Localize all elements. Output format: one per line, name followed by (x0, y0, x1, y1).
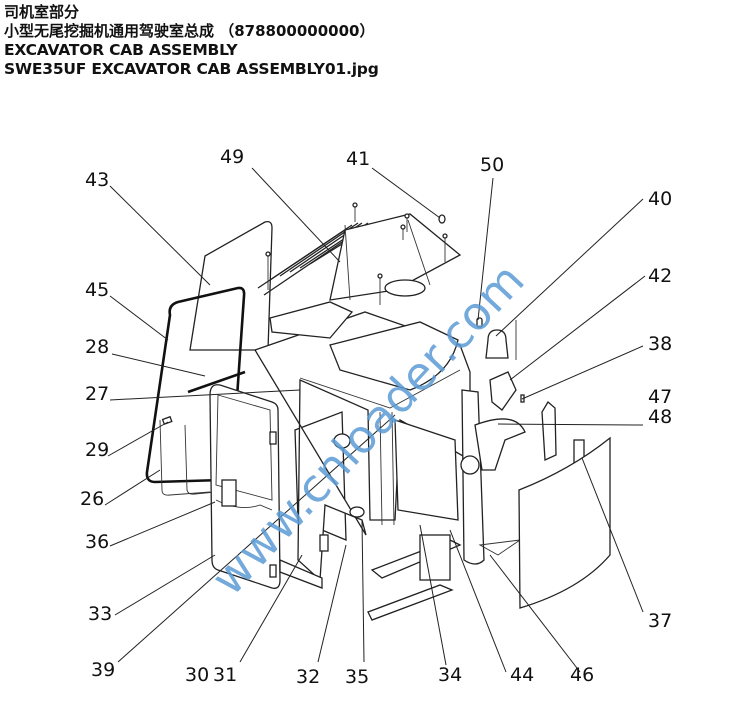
part-roof-skylight (269, 301, 354, 339)
part-floor-bracket-2 (367, 584, 454, 621)
callout-42: 42 (648, 265, 672, 287)
callout-38: 38 (648, 333, 672, 355)
part-front-glass (394, 419, 459, 521)
part-curved-side-glass (518, 436, 611, 609)
part-bottom-strip (279, 559, 323, 589)
file-name: SWE35UF EXCAVATOR CAB ASSEMBLY01.jpg (4, 60, 379, 78)
callout-26: 26 (80, 488, 104, 510)
callout-37: 37 (648, 610, 672, 632)
callout-47: 47 (648, 386, 672, 408)
leader-lines (104, 167, 646, 673)
part-mirror-bracket (489, 371, 517, 411)
callout-41: 41 (346, 148, 370, 170)
callout-48: 48 (648, 406, 672, 428)
callout-34: 34 (438, 664, 462, 686)
part-beacon-light (485, 320, 517, 360)
callout-43: 43 (85, 169, 109, 191)
callout-49: 49 (220, 146, 244, 168)
part-right-pillar (461, 389, 485, 565)
part-side-cover (474, 418, 526, 471)
part-bracket-34 (419, 534, 451, 581)
part-latch (161, 415, 173, 426)
part-clip (476, 317, 483, 328)
callout-50: 50 (480, 154, 504, 176)
callout-44: 44 (510, 664, 534, 686)
callout-labels: 43 49 41 50 40 42 38 47 48 45 28 27 29 2… (80, 146, 672, 688)
callout-27: 27 (85, 383, 109, 405)
assembly-title-cn: 小型无尾挖掘机通用驾驶室总成 （878800000000） (4, 22, 375, 40)
callout-30: 30 (185, 664, 209, 686)
callout-32: 32 (296, 666, 320, 688)
assembly-title-en: EXCAVATOR CAB ASSEMBLY (4, 41, 238, 59)
callout-36: 36 (85, 531, 109, 553)
part-rear-glass (189, 220, 273, 351)
part-roof-guard (257, 213, 462, 301)
part-left-door (209, 384, 281, 589)
part-roof-panel (329, 321, 459, 391)
part-door-handle (221, 479, 237, 507)
section-title-cn: 司机室部分 (4, 3, 80, 21)
callout-28: 28 (85, 336, 109, 358)
part-side-strip (541, 401, 557, 461)
callout-46: 46 (570, 664, 594, 686)
part-glass-panel-2 (184, 424, 216, 495)
part-rod (187, 370, 246, 394)
callout-40: 40 (648, 188, 672, 210)
callout-35: 35 (345, 666, 369, 688)
part-washer (438, 214, 446, 224)
callout-33: 33 (88, 603, 112, 625)
part-knob (333, 433, 351, 449)
callout-29: 29 (85, 439, 109, 461)
callout-39: 39 (91, 659, 115, 681)
document-header: 司机室部分 小型无尾挖掘机通用驾驶室总成 （878800000000） EXCA… (4, 3, 379, 79)
part-bolts (265, 202, 448, 305)
callout-31: 31 (213, 664, 237, 686)
cab-drawing (145, 202, 611, 621)
part-glass-panel (159, 419, 211, 496)
callout-45: 45 (85, 279, 109, 301)
